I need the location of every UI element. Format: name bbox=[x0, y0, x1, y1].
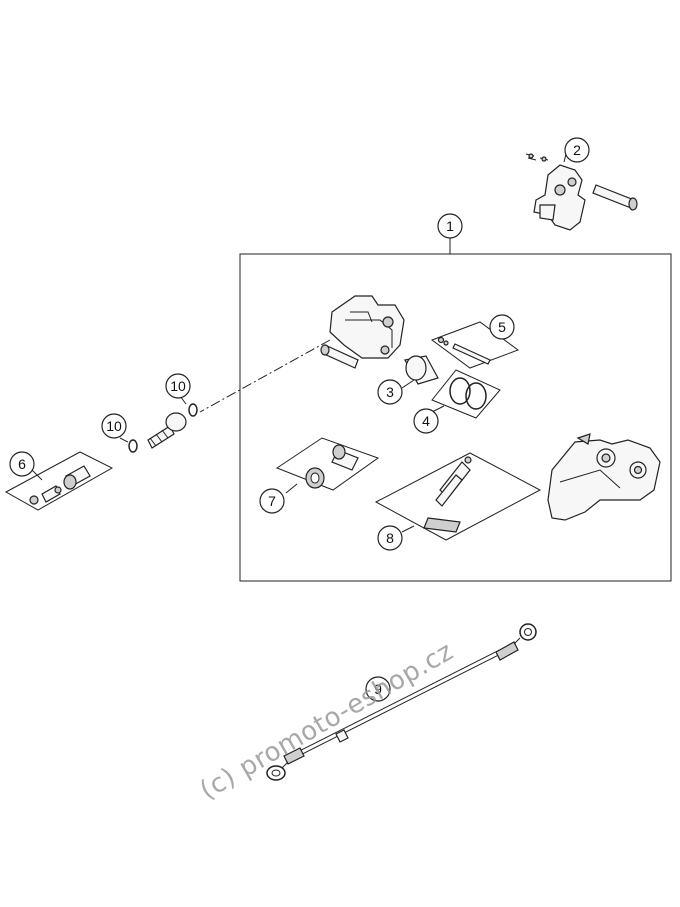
callout-3: 3 bbox=[377, 379, 403, 405]
leader-4 bbox=[431, 405, 445, 413]
callout-7-label: 7 bbox=[268, 493, 276, 509]
callout-7: 7 bbox=[259, 488, 285, 514]
assembly-frame bbox=[239, 253, 672, 582]
leader-8 bbox=[401, 525, 415, 533]
callout-6-label: 6 bbox=[18, 456, 26, 472]
callout-4: 4 bbox=[413, 408, 439, 434]
guide-pin-part bbox=[437, 336, 491, 365]
callout-8-label: 8 bbox=[386, 530, 394, 546]
copper-washer-left bbox=[128, 439, 138, 453]
banjo-adapter-part bbox=[29, 465, 91, 505]
callout-3-label: 3 bbox=[386, 384, 394, 400]
leader-6 bbox=[31, 469, 43, 481]
brake-caliper-body-part bbox=[320, 295, 405, 369]
callout-10-lower-label: 10 bbox=[106, 418, 122, 434]
brake-hose-part bbox=[266, 623, 537, 781]
banjo-bolt-part bbox=[147, 412, 187, 449]
callout-5: 5 bbox=[489, 314, 515, 340]
callout-2-label: 2 bbox=[573, 142, 581, 158]
callout-10-lower: 10 bbox=[101, 413, 127, 439]
assembly-axis-line bbox=[199, 339, 331, 413]
leader-7 bbox=[285, 483, 298, 494]
callout-5-label: 5 bbox=[498, 319, 506, 335]
callout-2: 2 bbox=[564, 137, 590, 163]
callout-10-upper-label: 10 bbox=[170, 378, 186, 394]
callout-9: 9 bbox=[365, 676, 391, 702]
piston-part bbox=[404, 355, 439, 385]
part-6-frame bbox=[4, 451, 114, 511]
seal-rings-part bbox=[449, 377, 487, 410]
bleeder-valve-part bbox=[305, 444, 359, 489]
caliper-carrier-part bbox=[547, 433, 661, 521]
callout-9-label: 9 bbox=[374, 681, 382, 697]
part-5-frame bbox=[430, 321, 520, 369]
part-4-frame bbox=[431, 369, 501, 419]
copper-washer-right bbox=[188, 403, 198, 417]
leader-10b bbox=[119, 437, 129, 443]
callout-1: 1 bbox=[437, 213, 463, 239]
callout-1-label: 1 bbox=[446, 218, 454, 234]
callout-10-upper: 10 bbox=[165, 373, 191, 399]
leader-3 bbox=[401, 379, 415, 389]
brake-pads-part bbox=[423, 456, 472, 533]
callout-8: 8 bbox=[377, 525, 403, 551]
part-8-frame bbox=[374, 452, 542, 541]
part-7-frame bbox=[275, 437, 380, 491]
brake-caliper-bracket-part bbox=[525, 153, 638, 231]
callout-4-label: 4 bbox=[422, 413, 430, 429]
callout-6: 6 bbox=[9, 451, 35, 477]
